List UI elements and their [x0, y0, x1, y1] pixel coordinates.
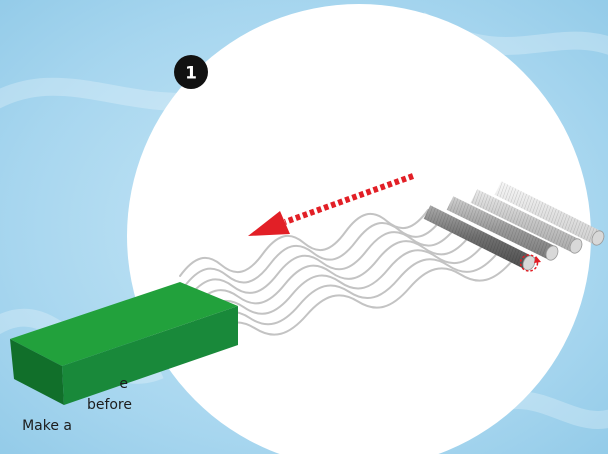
block-side: [10, 339, 64, 405]
step-number: 1: [185, 64, 197, 84]
wave-line: [179, 209, 429, 277]
rod: [494, 181, 605, 246]
wave-line: [183, 217, 443, 288]
wave-line: [187, 226, 457, 299]
rod: [470, 189, 583, 254]
caption-text: e before Make a: [0, 374, 132, 454]
caption-line-3: Make a: [22, 418, 72, 434]
block-front: [62, 306, 238, 405]
wave-line: [199, 251, 499, 332]
rod: [423, 205, 536, 271]
wave-line: [195, 243, 485, 321]
cylinder-rods-icon: [423, 181, 605, 271]
rod: [446, 196, 559, 261]
wave-line: [203, 260, 513, 343]
wavy-cables: [179, 209, 513, 343]
block-top: [10, 282, 238, 366]
caption-line-1: e: [119, 376, 128, 392]
green-block: [10, 282, 238, 405]
rotation-indicator-icon: [519, 254, 541, 272]
caption-line-2: before: [86, 397, 132, 413]
step-badge: 1: [174, 55, 208, 89]
focus-circle: [127, 4, 591, 454]
dotted-arrow-left-icon: [248, 173, 415, 236]
wave-line: [191, 234, 471, 310]
